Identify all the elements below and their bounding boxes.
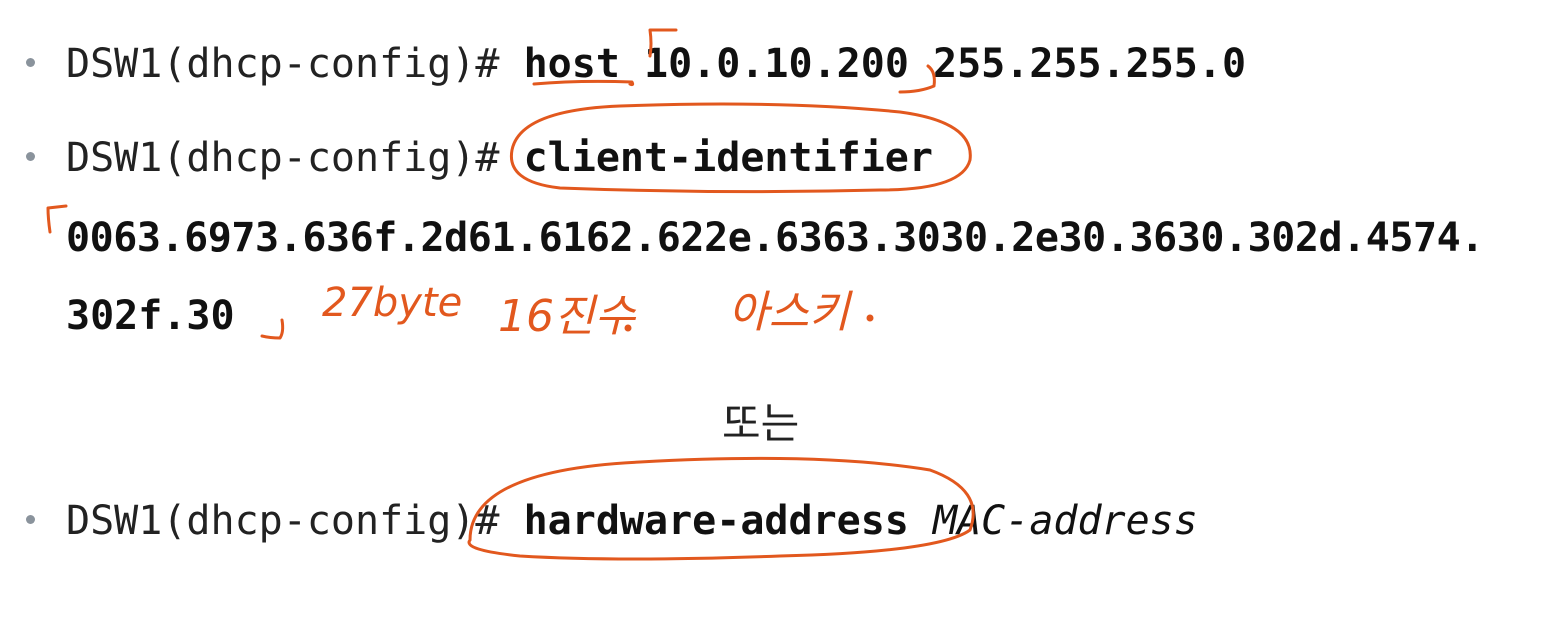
hex-open-bracket [46, 204, 68, 234]
host-command: host [523, 41, 620, 87]
client-identifier-value-line-1: 0063.6973.636f.2d61.6162.622e.6363.3030.… [66, 215, 1484, 261]
client-identifier-value-line-2: 302f.30 [66, 293, 235, 339]
annotation-27byte: 27byte [322, 280, 463, 326]
client-identifier-command: client-identifier [523, 135, 933, 181]
bullet-3 [26, 515, 35, 524]
mac-address-param: MAC-address [932, 498, 1198, 544]
bullet-2 [26, 152, 35, 161]
hex-close-mark [260, 318, 285, 340]
annotation-hex: 16진수 [498, 291, 635, 342]
hardware-address-command: hardware-address [523, 498, 909, 544]
command-line-hardware-address: DSW1(dhcp-config)# hardware-address MAC-… [66, 497, 1198, 545]
or-separator: 또는 [722, 399, 800, 448]
prompt: DSW1(dhcp-config)# [66, 135, 500, 181]
annotation-ascii: 아스키 [728, 287, 850, 338]
prompt: DSW1(dhcp-config)# [66, 498, 500, 544]
command-line-host: DSW1(dhcp-config)# host 10.0.10.200 255.… [66, 40, 1246, 88]
prompt: DSW1(dhcp-config)# [66, 41, 500, 87]
host-args: 10.0.10.200 255.255.255.0 [644, 41, 1247, 87]
bullet-1 [26, 58, 35, 67]
command-line-client-identifier: DSW1(dhcp-config)# client-identifier [66, 134, 933, 182]
